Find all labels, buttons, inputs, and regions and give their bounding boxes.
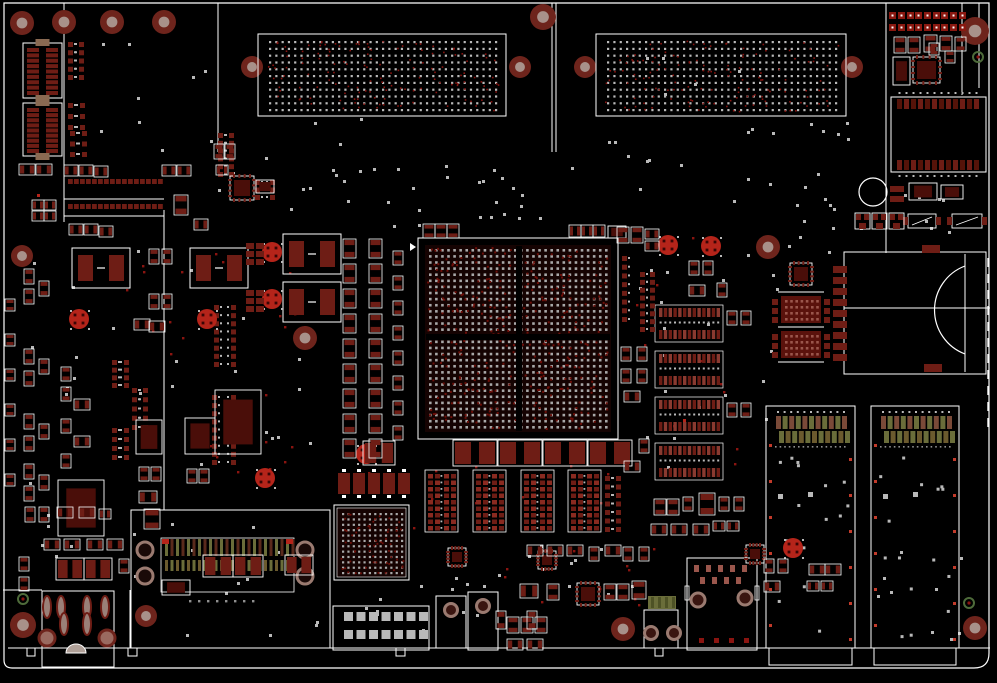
inductor[interactable] [542, 439, 588, 467]
testpoint-cluster[interactable] [941, 12, 966, 31]
mounting-hole[interactable] [574, 56, 596, 78]
qfn-ic[interactable] [911, 55, 942, 85]
mounting-hole[interactable] [293, 326, 317, 350]
dip-socket[interactable] [22, 99, 63, 160]
right-edge-connector[interactable] [890, 92, 987, 177]
medium-bga[interactable] [333, 504, 410, 581]
timing-parts[interactable] [854, 177, 987, 230]
inductor[interactable] [587, 439, 633, 467]
qfn-ic[interactable] [446, 546, 468, 568]
dual-row-array[interactable] [472, 469, 507, 533]
qfn-ic[interactable] [228, 174, 256, 202]
small-bga[interactable] [772, 326, 830, 363]
qfn-ic[interactable] [575, 581, 601, 607]
mounting-hole[interactable] [100, 10, 124, 34]
regulator-module[interactable] [189, 247, 249, 289]
top-connector-2[interactable] [595, 33, 847, 117]
module-pads [68, 179, 163, 209]
ddr-chip-3[interactable] [654, 396, 724, 435]
capacitor-bank[interactable] [338, 469, 410, 498]
mounting-hole[interactable] [241, 56, 263, 78]
pad-strip[interactable] [70, 131, 87, 157]
power-pad[interactable] [658, 235, 679, 256]
mounting-hole[interactable] [152, 10, 176, 34]
power-pad[interactable] [783, 538, 804, 559]
testpoint-cluster[interactable] [915, 12, 940, 31]
inductor[interactable] [284, 554, 314, 576]
bottom-right-connector-2[interactable] [870, 405, 960, 666]
main-bga[interactable] [410, 237, 619, 440]
top-connector-1[interactable] [257, 33, 507, 117]
pad-strip[interactable] [68, 103, 85, 130]
via-field [29, 43, 963, 641]
regulator-module[interactable] [282, 233, 342, 275]
ic-footprint[interactable] [940, 184, 964, 200]
pad-strip[interactable] [112, 360, 129, 388]
pad-strip[interactable] [640, 272, 655, 332]
mounting-hole[interactable] [10, 11, 34, 35]
dual-row-array[interactable] [567, 469, 602, 533]
misc-connectors[interactable] [435, 591, 682, 651]
mounting-hole[interactable] [756, 235, 780, 259]
qfn-ic[interactable] [788, 261, 814, 287]
bottom-right-connector-1[interactable] [765, 405, 856, 666]
ic-footprint[interactable] [161, 579, 191, 596]
mounting-hole[interactable] [11, 245, 33, 267]
ic-footprint[interactable] [908, 182, 938, 201]
mounting-holes [10, 4, 989, 641]
mounting-hole[interactable] [52, 10, 76, 34]
qfn-ic[interactable] [744, 543, 766, 565]
pad-strip[interactable] [214, 305, 236, 367]
plated-ring[interactable] [963, 597, 975, 609]
regulator-module[interactable] [71, 247, 131, 289]
inductor[interactable] [83, 557, 113, 581]
mounting-hole[interactable] [10, 612, 36, 638]
power-pad[interactable] [197, 309, 218, 330]
pad-strip[interactable] [605, 476, 621, 532]
inductor[interactable] [497, 439, 543, 467]
mounting-hole[interactable] [961, 17, 989, 45]
pin-header-2x7[interactable] [332, 605, 430, 651]
rj45-jack[interactable] [684, 557, 760, 651]
discrete-components[interactable] [4, 34, 967, 651]
ic-footprint[interactable] [892, 56, 911, 86]
power-pad[interactable] [255, 468, 276, 489]
card-socket[interactable] [833, 245, 990, 375]
mounting-hole[interactable] [841, 56, 863, 78]
mounting-hole[interactable] [611, 617, 635, 641]
pad-strip[interactable] [112, 428, 129, 460]
power-connector[interactable] [37, 590, 117, 668]
power-pad[interactable] [69, 309, 90, 330]
ddr-chip-1[interactable] [654, 304, 724, 343]
plated-ring[interactable] [17, 593, 29, 605]
mounting-hole[interactable] [509, 56, 531, 78]
ic-footprint[interactable] [57, 479, 105, 537]
ddr-chip-4[interactable] [654, 442, 724, 481]
dip-socket[interactable] [22, 39, 63, 102]
power-pad[interactable] [701, 236, 722, 257]
ddr-chip-2[interactable] [654, 350, 724, 389]
mounting-hole[interactable] [135, 605, 157, 627]
dual-row-array[interactable] [520, 469, 555, 533]
mounting-hole[interactable] [963, 616, 987, 640]
inductor[interactable] [452, 439, 498, 467]
inductor[interactable] [232, 554, 264, 578]
pad-strip[interactable] [622, 256, 630, 322]
mounting-hole[interactable] [530, 4, 556, 30]
small-bga[interactable] [772, 291, 830, 328]
dual-row-array[interactable] [424, 469, 459, 533]
plated-ring[interactable] [972, 51, 984, 63]
pad-strip[interactable] [68, 42, 84, 80]
ic-footprint[interactable] [135, 419, 163, 455]
ic-footprint[interactable] [184, 417, 216, 455]
power-pad[interactable] [262, 242, 283, 263]
ic-footprint[interactable] [214, 389, 262, 455]
ic-footprint[interactable] [255, 179, 275, 194]
testpoint-cluster[interactable] [889, 12, 914, 31]
regulator-module[interactable] [282, 281, 342, 323]
